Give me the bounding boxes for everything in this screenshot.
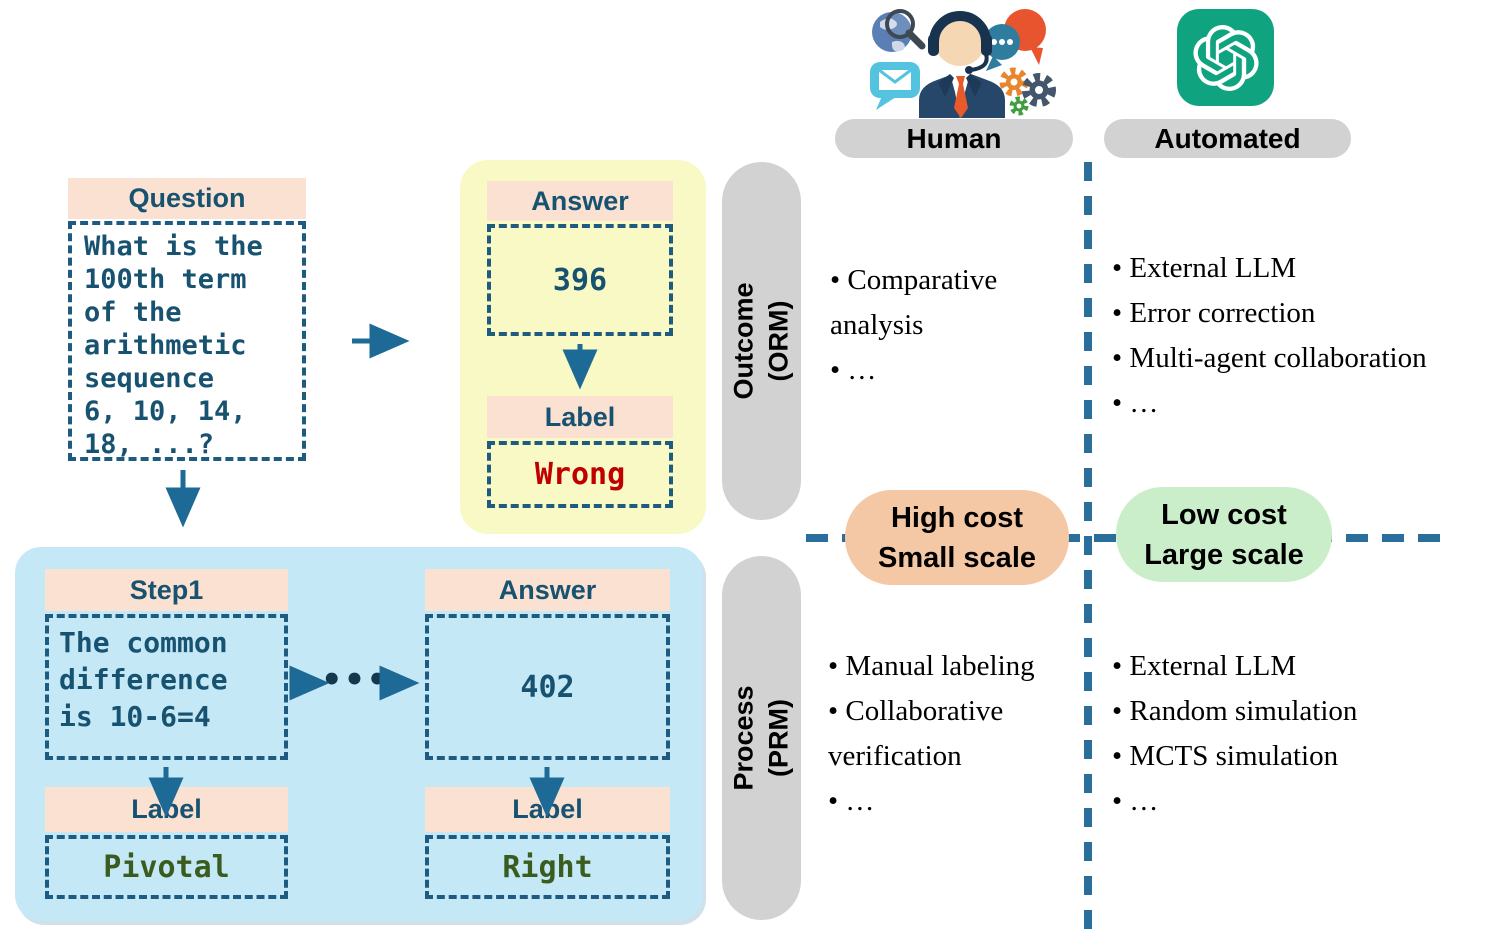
column-header-automated: Automated [1104,119,1351,158]
human-cost-line2: Small scale [878,541,1036,574]
prm-step-label-value: Pivotal [45,835,288,899]
list-item: … [828,779,1084,824]
prm-step1-header: Step1 [45,569,288,611]
list-item: Error correction [1112,291,1494,336]
prm-step-label-header: Label [45,787,288,832]
gear-slate [1022,73,1056,107]
question-header: Question [68,178,306,219]
prm-step1-box: The common difference is 10-6=4 [45,614,288,760]
row-header-outcome-orm: Outcome (ORM) [722,162,801,520]
automated-cost-line2: Large scale [1144,538,1304,571]
list-item: External LLM [1112,246,1494,291]
gear-green [1009,96,1029,116]
orm-answer-header: Answer [487,181,673,221]
row-header-outcome-text: Outcome (ORM) [728,282,794,400]
gear-orange [999,67,1029,97]
orm-label-value: Wrong [487,441,673,508]
question-box: What is the 100th term of the arithmetic… [68,221,306,461]
process-human-list: Manual labeling Collaborative verificati… [828,644,1084,824]
list-item: … [830,348,1082,393]
prm-answer-label-header: Label [425,787,670,832]
list-item: Manual labeling [828,644,1084,689]
prm-answer-value: 402 [425,614,670,760]
list-item: … [1112,381,1494,426]
list-item: Random simulation [1112,689,1494,734]
orm-example-panel [460,160,706,534]
orm-label-header: Label [487,396,673,438]
list-item: MCTS simulation [1112,734,1494,779]
prm-answer-header: Answer [425,569,670,611]
prm-answer-label-value: Right [425,835,670,899]
orm-answer-value: 396 [487,224,673,336]
list-item: Collaborative verification [828,689,1084,779]
automated-cost-line1: Low cost [1161,498,1287,531]
list-item: Comparative analysis [830,258,1082,348]
process-automated-list: External LLM Random simulation MCTS simu… [1112,644,1494,824]
openai-logo-icon [1177,9,1274,106]
column-header-human: Human [835,119,1073,158]
ellipsis-dots: ••• [320,660,390,700]
list-item: Multi-agent collaboration [1112,336,1494,381]
row-header-process-text: Process (PRM) [728,685,794,791]
list-item: … [1112,779,1494,824]
human-cost-badge: High cost Small scale [845,490,1069,585]
human-cost-line1: High cost [890,501,1024,534]
customer-support-agent-icon [870,9,1056,118]
list-item: External LLM [1112,644,1494,689]
outcome-human-list: Comparative analysis … [830,258,1082,393]
outcome-automated-list: External LLM Error correction Multi-agen… [1112,246,1494,426]
row-header-process-prm: Process (PRM) [722,556,801,920]
automated-cost-badge: Low cost Large scale [1116,487,1332,582]
